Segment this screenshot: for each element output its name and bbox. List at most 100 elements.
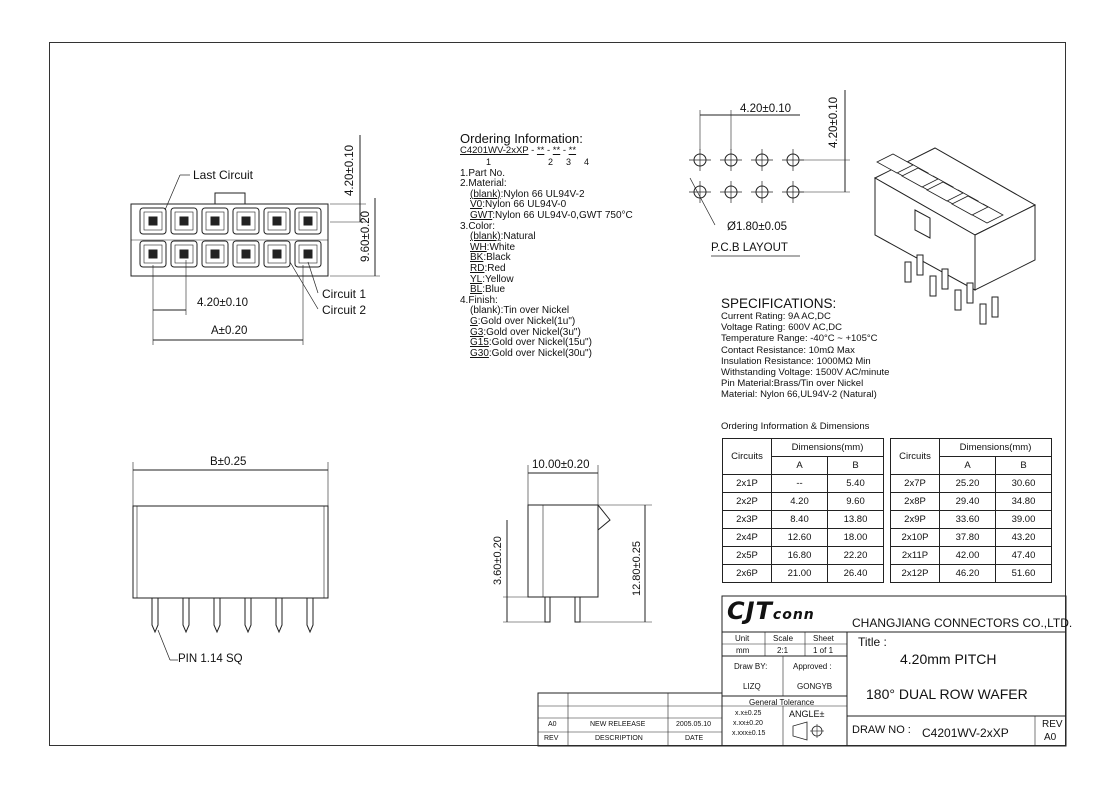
side-dim-height: 12.80±0.25 bbox=[631, 541, 643, 596]
table-cell: 2x9P bbox=[890, 510, 940, 529]
pcb-hole bbox=[689, 149, 711, 171]
table-cell: 43.20 bbox=[994, 528, 1053, 547]
iso-pin bbox=[941, 268, 949, 290]
ordering-code: WH bbox=[470, 241, 487, 253]
table-cell: 2x3P bbox=[722, 510, 772, 529]
ordering-item: 2.Material: bbox=[460, 178, 633, 190]
pin bbox=[182, 598, 190, 634]
ordering-item: YL:Yellow bbox=[460, 273, 633, 286]
code-num: 2 bbox=[548, 156, 554, 167]
pin bbox=[306, 598, 314, 634]
ordering-code: V0 bbox=[470, 199, 483, 211]
ordering-text: (blank):Tin over Nickel bbox=[470, 305, 570, 317]
spec-line: Material: Nylon 66,UL94V-2 (Natural) bbox=[721, 389, 877, 401]
ordering-item: G3:Gold over Nickel(3u") bbox=[460, 327, 633, 339]
title-line-1: 4.20mm PITCH bbox=[900, 651, 997, 667]
ordering-text: :Nylon 66 UL94V-2 bbox=[500, 188, 585, 200]
table-cell: 46.20 bbox=[939, 564, 996, 583]
code-part: ** bbox=[536, 145, 545, 156]
table-cell: 25.20 bbox=[939, 474, 996, 493]
cavity bbox=[232, 207, 260, 235]
last-circuit-label: Last Circuit bbox=[193, 168, 254, 182]
rev-head-date: DATE bbox=[685, 735, 704, 742]
table-cell: 2x10P bbox=[890, 528, 940, 547]
ordering-text: :Black bbox=[483, 252, 511, 264]
iso-cavity bbox=[951, 195, 989, 216]
table-cell: 2x1P bbox=[722, 474, 772, 493]
table-cell: 39.00 bbox=[994, 510, 1053, 529]
spec-line: Temperature Range: -40°C ~ +105°C bbox=[721, 333, 878, 345]
pcb-layout bbox=[689, 90, 850, 257]
cavity bbox=[201, 207, 229, 235]
isometric-view bbox=[873, 147, 1037, 325]
ordering-code: (blank) bbox=[470, 188, 501, 200]
table-cell: 9.60 bbox=[826, 492, 885, 511]
rev-row-date: 2005.05.10 bbox=[676, 721, 712, 728]
spec-line: Insulation Resistance: 1000MΩ Min bbox=[721, 355, 871, 367]
table-cell: 30.60 bbox=[994, 474, 1053, 493]
logo-small: conn bbox=[772, 607, 815, 623]
table-cell: 2x4P bbox=[722, 528, 772, 547]
specs-title: SPECIFICATIONS: bbox=[721, 296, 837, 311]
table-cell: 26.40 bbox=[826, 564, 885, 583]
company-name: CHANGJIANG CONNECTORS CO.,LTD. bbox=[852, 616, 1073, 630]
iso-cavity bbox=[876, 153, 914, 174]
col-a: A bbox=[939, 456, 996, 475]
specifications: SPECIFICATIONS: Current Rating: 9A AC,DC… bbox=[721, 296, 889, 401]
ordering-item: BK:Black bbox=[460, 253, 633, 264]
ordering-text: :Nylon 66 UL94V-0 bbox=[482, 199, 567, 211]
pcb-hole-dim: Ø1.80±0.05 bbox=[727, 221, 788, 233]
ordering-code: GWT bbox=[470, 209, 493, 221]
sheet-value: 1 of 1 bbox=[813, 646, 834, 655]
code-part: ** bbox=[568, 145, 577, 156]
table-cell: 42.00 bbox=[939, 546, 996, 565]
cavity bbox=[294, 207, 322, 235]
circuit-1-label: Circuit 1 bbox=[322, 287, 367, 301]
bottom-view bbox=[132, 462, 329, 661]
cavity bbox=[201, 240, 229, 268]
pin bbox=[151, 598, 159, 634]
title-label: Title : bbox=[858, 635, 887, 649]
ordering-info: Ordering Information: C4201WV-2xXP - ** … bbox=[460, 131, 633, 359]
dim-vert-pitch: 4.20±0.10 bbox=[344, 144, 356, 196]
ordering-item: RD:Red bbox=[460, 262, 633, 275]
col-b: B bbox=[994, 456, 1053, 475]
iso-pin bbox=[904, 261, 912, 283]
ordering-text: :Yellow bbox=[482, 273, 514, 285]
ordering-item: (blank):Tin over Nickel bbox=[460, 306, 633, 317]
spec-line: Withstanding Voltage: 1500V AC/minute bbox=[721, 367, 890, 379]
ordering-title: Ordering Information: bbox=[460, 131, 583, 146]
rev-row-desc: NEW RELEEASE bbox=[590, 721, 646, 728]
ordering-item: (blank):Nylon 66 UL94V-2 bbox=[460, 188, 633, 201]
table-cell: 2x11P bbox=[890, 546, 940, 565]
spec-line: Current Rating: 9A AC,DC bbox=[721, 311, 831, 322]
approved-label: Approved : bbox=[793, 662, 832, 671]
iso-pin bbox=[979, 303, 987, 325]
rev-label: REV bbox=[1042, 719, 1063, 730]
cavity bbox=[170, 240, 198, 268]
pcb-dim-v: 4.20±0.10 bbox=[828, 96, 840, 148]
unit-label: Unit bbox=[735, 634, 750, 643]
pin bbox=[275, 598, 283, 634]
pcb-hole bbox=[689, 181, 711, 203]
angle-label: ANGLE± bbox=[789, 709, 825, 719]
table-cell: 2x5P bbox=[722, 546, 772, 565]
ordering-text: :Red bbox=[484, 262, 506, 274]
tolerance-1: x.x±0.25 bbox=[735, 710, 762, 717]
latch-tab bbox=[214, 192, 246, 205]
ordering-item: 4.Finish: bbox=[460, 295, 633, 307]
rev-head-desc: DESCRIPTION bbox=[595, 735, 643, 742]
ordering-text: :Nylon 66 UL94V-0,GWT 750°C bbox=[492, 209, 633, 221]
dim-b: B±0.25 bbox=[210, 456, 247, 468]
table-cell: 16.80 bbox=[771, 546, 828, 565]
table-cell: 2x12P bbox=[890, 564, 940, 583]
col-dims: Dimensions(mm) bbox=[939, 438, 1052, 457]
table-cell: 2x2P bbox=[722, 492, 772, 511]
pcb-hole bbox=[751, 149, 773, 171]
